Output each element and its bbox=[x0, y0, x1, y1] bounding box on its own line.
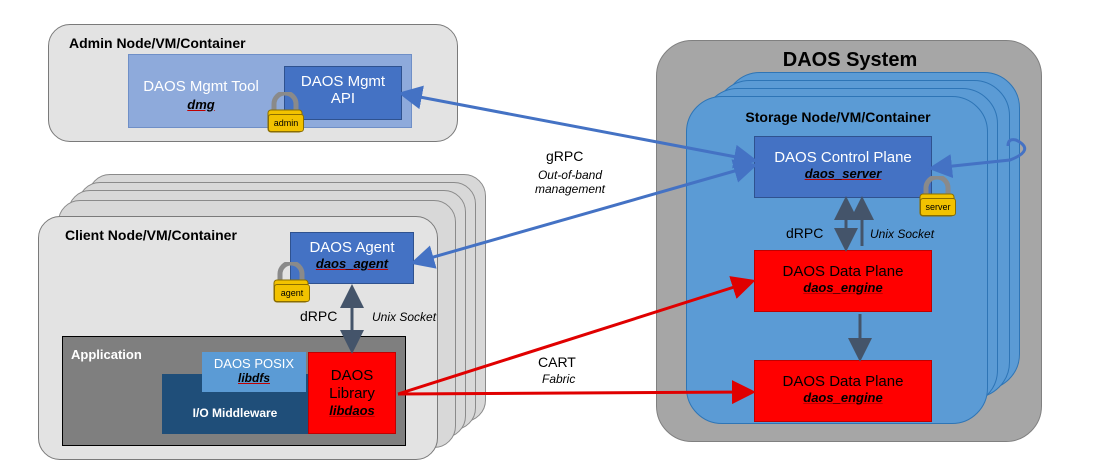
cart-label: CART bbox=[538, 354, 576, 370]
mgmt-tool-label: DAOS Mgmt Tool bbox=[143, 78, 259, 95]
mgmt-api-box: DAOS Mgmt API bbox=[284, 66, 402, 120]
data-plane-2-box: DAOS Data Plane daos_engine bbox=[754, 360, 932, 422]
control-plane-label: DAOS Control Plane bbox=[774, 149, 912, 166]
control-plane-loop-arrow bbox=[928, 138, 1027, 179]
agent-box: DAOS Agent daos_agent bbox=[290, 232, 414, 284]
control-plane-command: daos_server bbox=[804, 166, 882, 181]
grpc-admin-arrow bbox=[398, 85, 758, 169]
data-plane-1-label: DAOS Data Plane bbox=[782, 263, 904, 280]
daos-posix-lib: libdfs bbox=[238, 371, 270, 385]
client-node-title: Client Node/VM/Container bbox=[65, 227, 237, 243]
data-plane-1-command: daos_engine bbox=[803, 280, 883, 295]
server-lock-badge: server bbox=[920, 198, 956, 216]
server-drpc-label: dRPC bbox=[786, 225, 824, 241]
daos-system-title: DAOS System bbox=[782, 49, 918, 71]
data-plane-2-command: daos_engine bbox=[803, 390, 883, 405]
agent-command: daos_agent bbox=[315, 256, 389, 271]
admin-node-title: Admin Node/VM/Container bbox=[69, 35, 246, 51]
admin-lock-badge: admin bbox=[268, 114, 304, 132]
client-unix-socket-label: Unix Socket bbox=[372, 310, 437, 324]
admin-lock-icon: admin bbox=[262, 90, 304, 133]
daos-posix-label: DAOS POSIX bbox=[213, 356, 295, 371]
agent-label: DAOS Agent bbox=[309, 239, 395, 256]
data-plane-1-box: DAOS Data Plane daos_engine bbox=[754, 250, 932, 312]
cart-arrow-lower bbox=[397, 380, 756, 405]
daos-library-lib: libdaos bbox=[329, 403, 375, 418]
application-title: Application bbox=[71, 347, 142, 362]
control-plane-box: DAOS Control Plane daos_server bbox=[754, 136, 932, 198]
grpc-agent-arrow bbox=[410, 159, 758, 269]
agent-lock-icon: agent bbox=[268, 260, 310, 303]
agent-lock-badge: agent bbox=[274, 284, 310, 302]
server-unix-socket-label: Unix Socket bbox=[870, 227, 935, 241]
client-drpc-label: dRPC bbox=[300, 308, 338, 324]
mgmt-tool-command: dmg bbox=[187, 97, 215, 112]
storage-node-title: Storage Node/VM/Container bbox=[745, 109, 931, 125]
data-plane-2-label: DAOS Data Plane bbox=[782, 373, 904, 390]
daos-posix-box: DAOS POSIX libdfs bbox=[202, 352, 306, 392]
daos-library-label: DAOS Library bbox=[329, 367, 375, 402]
cart-arrow-upper bbox=[397, 276, 756, 396]
io-middleware-label: I/O Middleware bbox=[192, 406, 278, 420]
daos-library-box: DAOS Library libdaos bbox=[308, 352, 396, 434]
fabric-label: Fabric bbox=[542, 372, 576, 386]
